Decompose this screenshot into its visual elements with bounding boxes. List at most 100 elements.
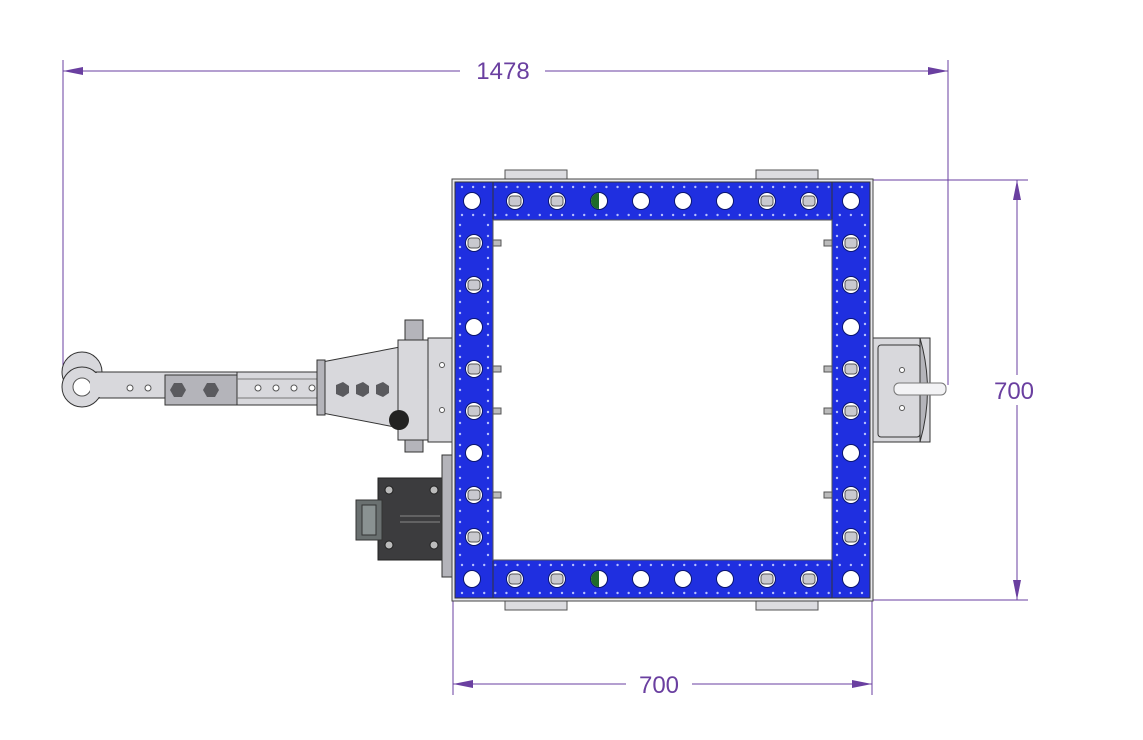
frame-dot (471, 591, 475, 595)
frame-bolt (550, 573, 564, 585)
frame-dot (486, 289, 490, 293)
frame-dot (460, 213, 464, 217)
frame-dot (571, 591, 575, 595)
frame-dot (660, 563, 664, 567)
frame-dot (486, 520, 490, 524)
frame-dot (835, 234, 839, 238)
frame-bolt (802, 195, 816, 207)
frame-bolt (844, 405, 858, 417)
frame-hole (632, 570, 650, 588)
frame-dot (838, 185, 841, 189)
frame-dot (458, 399, 462, 403)
frame-bolt (467, 363, 481, 375)
frame-dot (694, 591, 697, 595)
frame-dot (716, 591, 719, 595)
frame-dot (486, 531, 490, 535)
frame-dot (571, 563, 575, 567)
frame-hole (842, 570, 860, 588)
frame-dot (835, 388, 839, 392)
frame-dot (863, 366, 867, 370)
frame-dot (863, 443, 867, 447)
frame-hole (674, 570, 692, 588)
frame-dot (705, 591, 708, 595)
frame-dot (494, 213, 497, 217)
frame-dot (571, 185, 575, 189)
frame-dot (835, 289, 839, 293)
frame-dot (660, 591, 664, 595)
frame-bolt (467, 531, 481, 543)
caster-mount-plate (355, 454, 455, 578)
frame-dot (605, 591, 608, 595)
frame-dot (863, 421, 867, 425)
frame-dot (458, 234, 462, 238)
frame-bolt (844, 489, 858, 501)
frame-dot (863, 223, 867, 227)
frame-dot (863, 289, 867, 293)
frame-dot (458, 256, 462, 260)
frame-dot (805, 563, 808, 567)
frame-dot (538, 563, 541, 567)
frame-dot (738, 563, 741, 567)
frame-dot (616, 185, 619, 189)
frame-dot (583, 213, 586, 217)
frame-dot (835, 322, 839, 326)
frame-dot (505, 185, 508, 189)
frame-dot (863, 256, 867, 260)
frame-dot (486, 399, 490, 403)
frame-dot (486, 476, 490, 480)
frame-dot (835, 542, 839, 546)
frame-dot (483, 563, 486, 567)
frame-dot (458, 344, 462, 348)
frame-dot (835, 355, 839, 359)
frame-dot (594, 213, 597, 217)
frame-hole (465, 444, 483, 462)
frame-dot (805, 213, 808, 217)
frame-side-bolt (492, 491, 502, 499)
frame-side-bolt (492, 407, 502, 415)
tow-eye-hole (72, 377, 92, 397)
frame-dot (863, 333, 867, 337)
frame-dot (835, 377, 839, 381)
frame-dot (835, 432, 839, 436)
frame-bolt (467, 489, 481, 501)
frame-dot (458, 487, 462, 491)
frame-dot (494, 563, 497, 567)
frame-dot (835, 256, 839, 260)
frame-dot (705, 185, 708, 189)
frame-dot (486, 223, 490, 227)
frame-dot (458, 311, 462, 315)
frame-dot (471, 185, 475, 189)
frame-dot (486, 234, 490, 238)
frame-dot (835, 520, 839, 524)
frame-dot (835, 498, 839, 502)
dimension-overall-length: 1478 (62, 58, 949, 385)
frame-hole (716, 570, 734, 588)
frame-dot (494, 185, 497, 189)
frame-dot (486, 542, 490, 546)
frame-dot (816, 563, 819, 567)
frame-dot (783, 213, 786, 217)
frame-dot (671, 185, 675, 189)
frame-dot (838, 563, 841, 567)
frame-dot (705, 563, 708, 567)
frame-dot (486, 333, 490, 337)
frame-dot (794, 591, 797, 595)
frame-dot (483, 185, 486, 189)
frame-dot (716, 213, 719, 217)
frame-dot (705, 213, 708, 217)
frame-dot (863, 542, 867, 546)
frame-dot (486, 300, 490, 304)
frame-dot (738, 591, 741, 595)
frame-dot (863, 278, 867, 282)
frame-dot (505, 213, 508, 217)
frame-dot (838, 591, 841, 595)
frame-dot (863, 322, 867, 326)
frame-dot (486, 377, 490, 381)
frame-dot (863, 388, 867, 392)
frame-side-bolt (823, 491, 833, 499)
frame-dot (863, 531, 867, 535)
frame-dot (458, 410, 462, 414)
frame-dot (627, 563, 630, 567)
frame-dot (835, 223, 839, 227)
frame-bolt (467, 237, 481, 249)
